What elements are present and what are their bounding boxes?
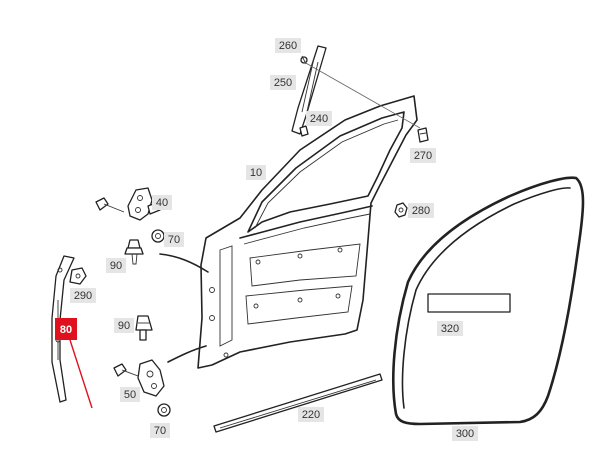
callout-270: 270 — [410, 148, 436, 163]
screw-lower — [113, 363, 139, 377]
svg-text:300: 300 — [456, 428, 474, 440]
svg-text:70: 70 — [168, 234, 180, 246]
svg-text:240: 240 — [310, 113, 328, 125]
door-seal-300 — [392, 176, 585, 426]
callout-220: 220 — [298, 407, 324, 422]
callout-280: 280 — [408, 203, 434, 218]
callout-70-upper: 70 — [164, 232, 184, 247]
svg-text:70: 70 — [154, 425, 166, 437]
clip-270 — [417, 127, 429, 143]
svg-text:50: 50 — [124, 389, 136, 401]
svg-text:80: 80 — [60, 324, 72, 336]
callout-320: 320 — [437, 321, 463, 336]
label-sticker-320 — [427, 293, 511, 313]
svg-text:250: 250 — [274, 77, 292, 89]
svg-text:270: 270 — [414, 150, 432, 162]
callout-50: 50 — [120, 387, 140, 402]
callout-290: 290 — [70, 288, 96, 303]
svg-text:220: 220 — [302, 409, 320, 421]
belt-weatherstrip-220 — [213, 373, 383, 433]
screw-upper — [95, 197, 125, 213]
svg-text:90: 90 — [110, 260, 122, 272]
svg-text:40: 40 — [156, 197, 168, 209]
callout-240: 240 — [306, 111, 332, 126]
callout-10: 10 — [246, 165, 266, 180]
callout-70-lower: 70 — [150, 423, 170, 438]
callout-260: 260 — [275, 38, 301, 53]
svg-text:10: 10 — [250, 167, 262, 179]
svg-text:280: 280 — [412, 205, 430, 217]
clip-290 — [69, 267, 87, 285]
callout-40: 40 — [152, 195, 172, 210]
nut-280 — [394, 202, 408, 218]
callout-80-highlight: 80 — [55, 318, 77, 340]
bolt-90-lower — [135, 315, 153, 341]
door-shell-10 — [159, 95, 418, 369]
nut-70-upper — [151, 229, 165, 243]
clip-240 — [299, 125, 309, 137]
leader-260-270 — [303, 61, 421, 129]
svg-text:260: 260 — [279, 40, 297, 52]
highlight-leader-80 — [69, 339, 93, 409]
lower-hinge-50 — [137, 359, 165, 397]
callout-250: 250 — [270, 75, 296, 90]
callout-90-lower: 90 — [114, 318, 134, 333]
svg-text:90: 90 — [118, 320, 130, 332]
callout-300: 300 — [452, 426, 478, 441]
svg-text:290: 290 — [74, 290, 92, 302]
callout-90-upper: 90 — [106, 258, 126, 273]
nut-70-lower — [157, 403, 171, 417]
svg-text:320: 320 — [441, 323, 459, 335]
bolt-90-upper — [124, 239, 144, 265]
